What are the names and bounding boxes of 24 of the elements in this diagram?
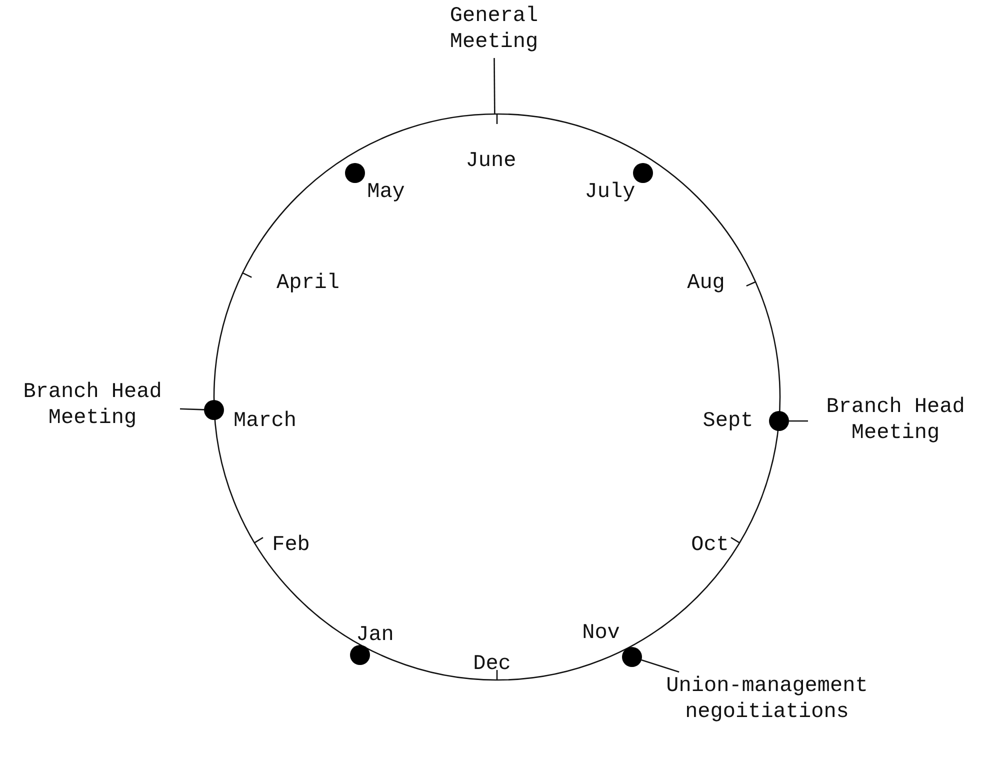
month-label: Feb: [272, 533, 310, 559]
month-label: Aug: [687, 271, 725, 297]
milestone-dot: [204, 400, 224, 420]
leader-line: [180, 408, 204, 410]
month-label: March: [234, 409, 296, 435]
month-label: Jan: [356, 623, 394, 649]
month-label: June: [466, 149, 516, 175]
month-label: Oct: [691, 533, 729, 559]
annotation-text: Union-management negoitiations: [665, 674, 869, 726]
month-label: April: [276, 271, 340, 297]
annotation-text: General Meeting: [448, 4, 540, 56]
milestone-dot: [769, 411, 789, 431]
annotation-text: Branch Head Meeting: [825, 395, 966, 447]
month-label: July: [584, 180, 636, 206]
month-label: Sept: [702, 409, 754, 435]
month-label: May: [367, 180, 405, 206]
leader-line: [789, 420, 808, 422]
leader-line: [494, 58, 496, 114]
milestone-dot: [622, 647, 642, 667]
annotation-text: Branch Head Meeting: [22, 380, 163, 432]
milestone-dot: [350, 645, 370, 665]
month-label: Dec: [473, 652, 511, 678]
leader-line: [641, 659, 680, 673]
month-label: Nov: [582, 621, 620, 647]
